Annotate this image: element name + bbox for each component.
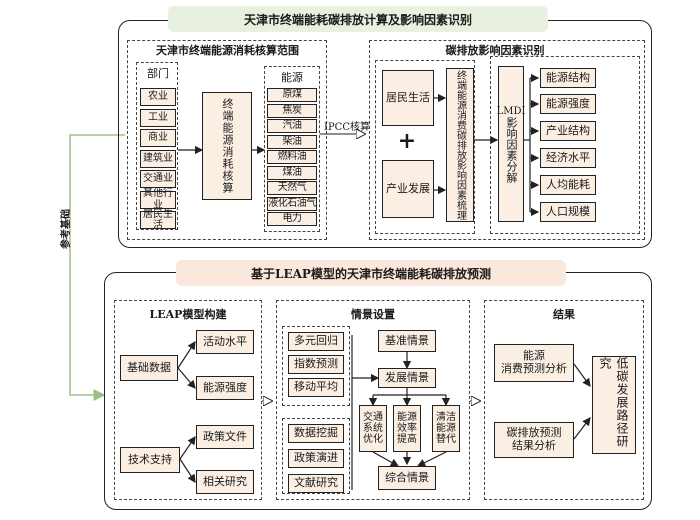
- scenario-title: 情景设置: [351, 308, 395, 321]
- factor-item: 人口规模: [540, 202, 596, 222]
- baseline-box: 基准情景: [378, 330, 436, 352]
- low-carbon-path-box: 低碳发展路径研究: [592, 356, 636, 454]
- leap-panel: [114, 300, 262, 500]
- method-item: 政策演进: [288, 449, 344, 468]
- factor-item: 产业结构: [540, 121, 596, 141]
- scenario-panel: [276, 300, 470, 500]
- method-item: 移动平均: [288, 378, 344, 397]
- plus-sign: +: [397, 128, 417, 154]
- terminal-consumption-label: 终端能源消耗核算: [221, 98, 234, 194]
- tech-support-box: 技术支持: [120, 447, 180, 473]
- policy-docs-box: 政策文件: [196, 425, 254, 449]
- ipcc-label: IPCC核算: [324, 121, 370, 133]
- sector-item: 工业: [140, 108, 176, 127]
- low-carbon-path-label: 低碳发展路径研究: [598, 357, 629, 448]
- energy-item: 燃料油: [267, 150, 317, 164]
- lmdi-panel: [490, 56, 640, 234]
- result-title: 结果: [553, 308, 575, 321]
- factor-panel: [369, 40, 645, 240]
- energy-panel: [264, 66, 320, 232]
- factor-item: 经济水平: [540, 148, 596, 168]
- factor-item: 能源结构: [540, 68, 596, 88]
- industry-box: 产业发展: [382, 160, 434, 218]
- carbon-forecast-box: 碳排放预测 结果分析: [494, 422, 574, 458]
- sector-header: 部门: [147, 67, 169, 80]
- energy-intensity-box: 能源强度: [196, 376, 254, 400]
- energy-item: 电力: [267, 212, 317, 226]
- energy-item: 汽油: [267, 119, 317, 133]
- energy-item: 煤油: [267, 165, 317, 180]
- energy-item: 液化石油气: [267, 196, 317, 211]
- sector-item: 交通业: [140, 170, 176, 188]
- energy-item: 天然气: [267, 181, 317, 195]
- methods-panel-2: [282, 418, 350, 494]
- factor-item: 人均能耗: [540, 175, 596, 195]
- result-panel: [484, 300, 644, 500]
- method-item: 数据挖掘: [288, 424, 344, 443]
- method-item: 多元回归: [288, 332, 344, 351]
- factor-left-panel: [375, 60, 475, 234]
- energy-item: 焦炭: [267, 103, 317, 118]
- method-item: 指数预测: [288, 355, 344, 374]
- resident-box: 居民生活: [382, 70, 434, 126]
- energy-header: 能源: [281, 71, 303, 84]
- basic-data-box: 基础数据: [120, 355, 178, 381]
- sector-item: 商业: [140, 129, 176, 147]
- scope-panel: [127, 40, 327, 240]
- leap-title: LEAP模型构建: [149, 308, 227, 321]
- sector-item: 建筑业: [140, 149, 176, 168]
- sector-item: 居民生活: [140, 209, 176, 231]
- lmdi-label: 影响因素分解: [505, 116, 518, 183]
- sorting-label: 终端能源消费碳排放影响因素梳理: [454, 70, 466, 220]
- factor-title: 碳排放影响因素识别: [445, 44, 545, 57]
- terminal-consumption-box: 终端能源消耗核算: [202, 92, 252, 200]
- sub-scenario-item: 清洁能源替代: [432, 405, 460, 452]
- related-research-box: 相关研究: [196, 470, 254, 494]
- sub-scenario-item: 交通系统优化: [359, 405, 387, 452]
- sector-item: 其他行业: [140, 188, 176, 211]
- sector-item: 农业: [140, 88, 176, 106]
- sub-scenario-item: 能源效率提高: [393, 405, 421, 452]
- bottom-title: 基于LEAP模型的天津市终端能耗碳排放预测: [176, 260, 566, 286]
- top-title: 天津市终端能耗碳排放计算及影响因素识别: [168, 6, 548, 32]
- method-item: 文献研究: [288, 474, 344, 493]
- reference-basis-label: 参考基础: [61, 209, 72, 249]
- reference-line: [69, 134, 125, 401]
- lmdi-box: LMDI 影响因素分解: [496, 66, 526, 222]
- development-box: 发展情景: [378, 368, 436, 388]
- sorting-box: 终端能源消费碳排放影响因素梳理: [446, 68, 474, 222]
- scope-title: 天津市终端能源消耗核算范围: [156, 44, 299, 57]
- lmdi-prefix: LMDI: [496, 105, 526, 117]
- energy-item: 柴油: [267, 134, 317, 149]
- sector-panel: [136, 62, 178, 230]
- activity-level-box: 活动水平: [196, 330, 254, 354]
- methods-panel-1: [282, 326, 350, 406]
- energy-forecast-box: 能源 消费预测分析: [494, 344, 574, 382]
- comprehensive-box: 综合情景: [378, 466, 436, 490]
- energy-item: 原煤: [267, 88, 317, 102]
- factor-item: 能源强度: [540, 94, 596, 114]
